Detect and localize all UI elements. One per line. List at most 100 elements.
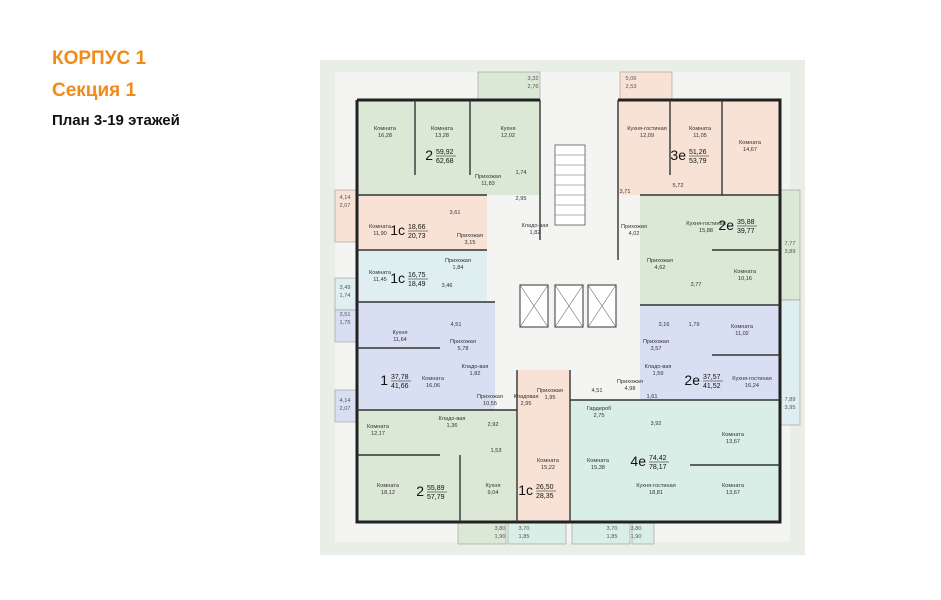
building-title: КОРПУС 1 (52, 48, 147, 69)
room-name: Комната (587, 458, 610, 464)
room-area: 11,83 (481, 181, 495, 187)
room-area: 13,67 (726, 490, 740, 496)
apartment-total-area: 20,73 (408, 233, 426, 240)
apartment-living-area: 51,26 (689, 149, 707, 156)
room-name: Комната (367, 424, 390, 430)
room-name: Кухня (501, 126, 516, 132)
small-room-area: 3,92 (651, 421, 662, 427)
room-area: 13,28 (435, 133, 449, 139)
apartment-type: 2е (718, 217, 734, 233)
room-name: Прихожая (537, 388, 563, 394)
balcony-area: 3,49 (340, 285, 351, 291)
room-name: Комната (431, 126, 454, 132)
balcony-area-reduced: 1,75 (340, 320, 351, 326)
balcony-area-reduced: 3,89 (785, 249, 796, 255)
room-name: Комната (722, 432, 745, 438)
apartment-2e-a (640, 305, 780, 400)
room-name: Кладо-вая (462, 364, 489, 370)
balcony-area: 7,77 (785, 241, 796, 247)
apartment-type: 3е (670, 147, 686, 163)
room-name: Прихожая (475, 174, 501, 180)
apartment-living-area: 16,75 (408, 272, 426, 279)
room-name: Комната (377, 483, 400, 489)
small-room-area: 4,51 (451, 322, 462, 328)
apartment-living-area: 55,89 (427, 485, 445, 492)
apartment-total-area: 39,77 (737, 228, 755, 235)
balcony-area: 3,80 (631, 526, 642, 532)
balcony-area-reduced: 2,07 (340, 203, 351, 209)
room-area: 16,06 (426, 383, 440, 389)
small-room-area: 2,92 (488, 422, 499, 428)
room-area: 1,95 (545, 395, 556, 401)
room-name: Прихожая (621, 224, 647, 230)
room-area: 1,84 (453, 265, 464, 271)
apartment-living-area: 37,57 (703, 374, 721, 381)
balcony-area: 3,70 (519, 526, 530, 532)
small-room-area: 3,61 (450, 210, 461, 216)
apartment-type: 1с (390, 222, 405, 238)
room-name: Комната (722, 483, 745, 489)
balcony-area-reduced: 3,95 (785, 405, 796, 411)
balcony-area-reduced: 1,85 (519, 534, 530, 540)
apartment-total-area: 41,52 (703, 383, 721, 390)
apartment-total-area: 18,49 (408, 281, 426, 288)
balcony (571, 521, 631, 545)
balcony-area-reduced: 1,85 (607, 534, 618, 540)
small-room-area: 3,46 (442, 283, 453, 289)
room-name: Прихожая (647, 258, 673, 264)
small-room-area: 4,51 (592, 388, 603, 394)
room-area: 18,12 (381, 490, 395, 496)
room-area: 15,88 (699, 228, 713, 234)
room-area: 2,95 (521, 401, 532, 407)
room-name: Кладо-вая (522, 223, 549, 229)
exterior-walls (355, 98, 782, 524)
room-area: 10,55 (483, 401, 497, 407)
apartment-total-area: 28,35 (536, 493, 554, 500)
apartment-total-area: 78,17 (649, 464, 667, 471)
apartment-type: 1с (518, 482, 533, 498)
room-area: 1,82 (530, 230, 541, 236)
balcony-area: 3,32 (528, 76, 539, 82)
room-area: 5,78 (458, 346, 469, 352)
balcony-area: 5,06 (626, 76, 637, 82)
balcony-area: 7,89 (785, 397, 796, 403)
small-room-area: 1,74 (516, 170, 527, 176)
balcony-area-reduced: 2,07 (340, 406, 351, 412)
balcony (477, 71, 541, 101)
room-name: Прихожая (457, 233, 483, 239)
room-area: 1,82 (470, 371, 481, 377)
room-name: Комната (369, 224, 392, 230)
balcony-area-reduced: 2,76 (528, 84, 539, 90)
room-area: 11,90 (373, 231, 387, 237)
balcony-labels: 3,322,765,062,534,142,073,491,743,511,75… (340, 76, 796, 540)
room-name: Комната (374, 126, 397, 132)
room-name: Кухня (486, 483, 501, 489)
balcony-area-reduced: 1,90 (631, 534, 642, 540)
room-name: Кухня-гостиная (627, 126, 667, 132)
room-area: 12,02 (501, 133, 515, 139)
balcony-area: 3,70 (607, 526, 618, 532)
room-area: 3,15 (465, 240, 476, 246)
balcony-area: 4,14 (340, 195, 351, 201)
room-area: 15,38 (591, 465, 605, 471)
room-name: Прихожая (643, 339, 669, 345)
room-name: Кладо-вая (645, 364, 672, 370)
small-room-area: 3,77 (691, 282, 702, 288)
room-name: Комната (369, 270, 392, 276)
balcony (619, 71, 673, 101)
apartment-living-area: 26,50 (536, 484, 554, 491)
room-area: 4,02 (629, 231, 640, 237)
room-area: 15,22 (541, 465, 555, 471)
apartment-type: 4е (630, 453, 646, 469)
apartment-type: 1 (380, 372, 388, 388)
room-area: 4,62 (655, 265, 666, 271)
room-area: 13,67 (726, 439, 740, 445)
room-name: Прихожая (477, 394, 503, 400)
apartment-1s-c (517, 370, 570, 522)
small-room-area: 3,16 (659, 322, 670, 328)
room-area: 14,67 (743, 147, 757, 153)
room-area: 11,05 (693, 133, 707, 139)
room-area: 11,64 (393, 337, 407, 343)
small-room-area: 1,53 (491, 448, 502, 454)
